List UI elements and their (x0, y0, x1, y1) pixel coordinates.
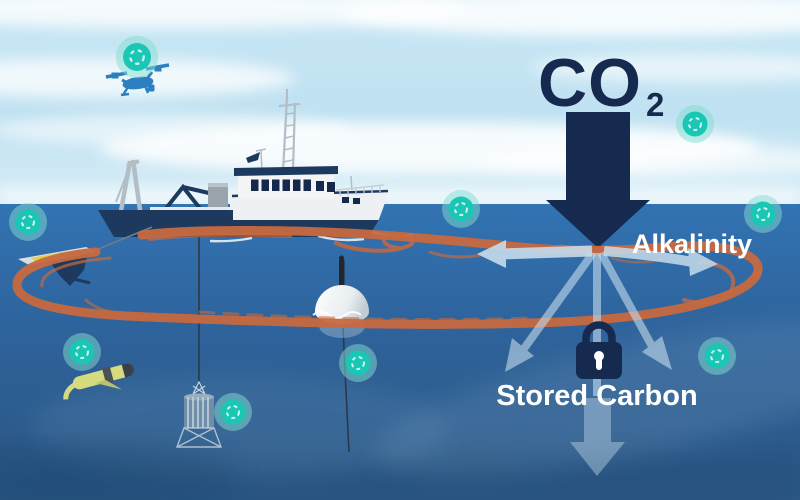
sensor-ring-icon (675, 104, 715, 144)
stern-a-frame (115, 159, 144, 223)
bow-railing (335, 184, 385, 196)
underwater-glider (63, 363, 134, 400)
co2-subscript: 2 (646, 86, 664, 123)
buoy-mooring-cable (342, 327, 350, 453)
wheelhouse-windows (251, 179, 360, 204)
alkalinity-label: Alkalinity (632, 229, 752, 259)
co2-down-arrow-icon (546, 112, 650, 248)
sensor-ring-icon (213, 392, 253, 432)
sensor-ring-icon (441, 189, 481, 229)
arrow-down-left (505, 250, 597, 372)
arrow-down-right (597, 251, 672, 370)
sensor-ring-icon (338, 343, 378, 383)
wheelhouse-roof (234, 166, 338, 176)
deck-container (208, 183, 228, 188)
co2-label: CO (538, 45, 642, 121)
lock-icon (576, 321, 622, 379)
glider-tether (93, 226, 153, 252)
alkalinity-plume (12, 225, 763, 329)
sensor-ring-icon (62, 332, 102, 372)
sensor-ring-icon (697, 336, 737, 376)
sensor-ring-icon (743, 194, 783, 234)
radar-unit (246, 152, 260, 163)
sensor-ring-icon (8, 202, 48, 242)
ship-masts (255, 89, 353, 193)
dispersal-arrows (477, 240, 718, 476)
arrow-right (603, 246, 718, 276)
arrow-left (477, 240, 593, 268)
ctd-rosette (175, 228, 223, 448)
sensor-ring-icon (114, 34, 160, 80)
stored-carbon-label: Stored Carbon (496, 380, 697, 412)
arrow-deep-down (570, 398, 625, 476)
